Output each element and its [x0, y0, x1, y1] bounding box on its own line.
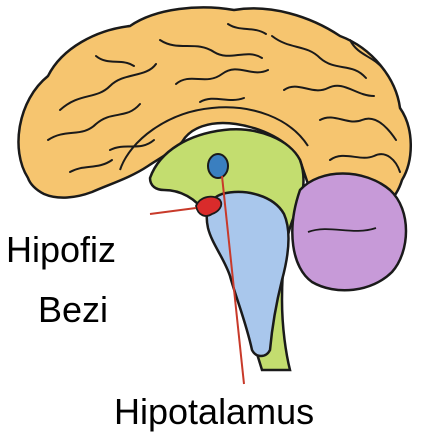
label-hipotalamus: Hipotalamus	[114, 394, 314, 430]
label-bezi: Bezi	[38, 292, 108, 328]
pointer-line-hipofiz	[150, 208, 196, 214]
thalamus	[208, 154, 228, 178]
label-hipofiz: Hipofiz	[6, 232, 116, 268]
